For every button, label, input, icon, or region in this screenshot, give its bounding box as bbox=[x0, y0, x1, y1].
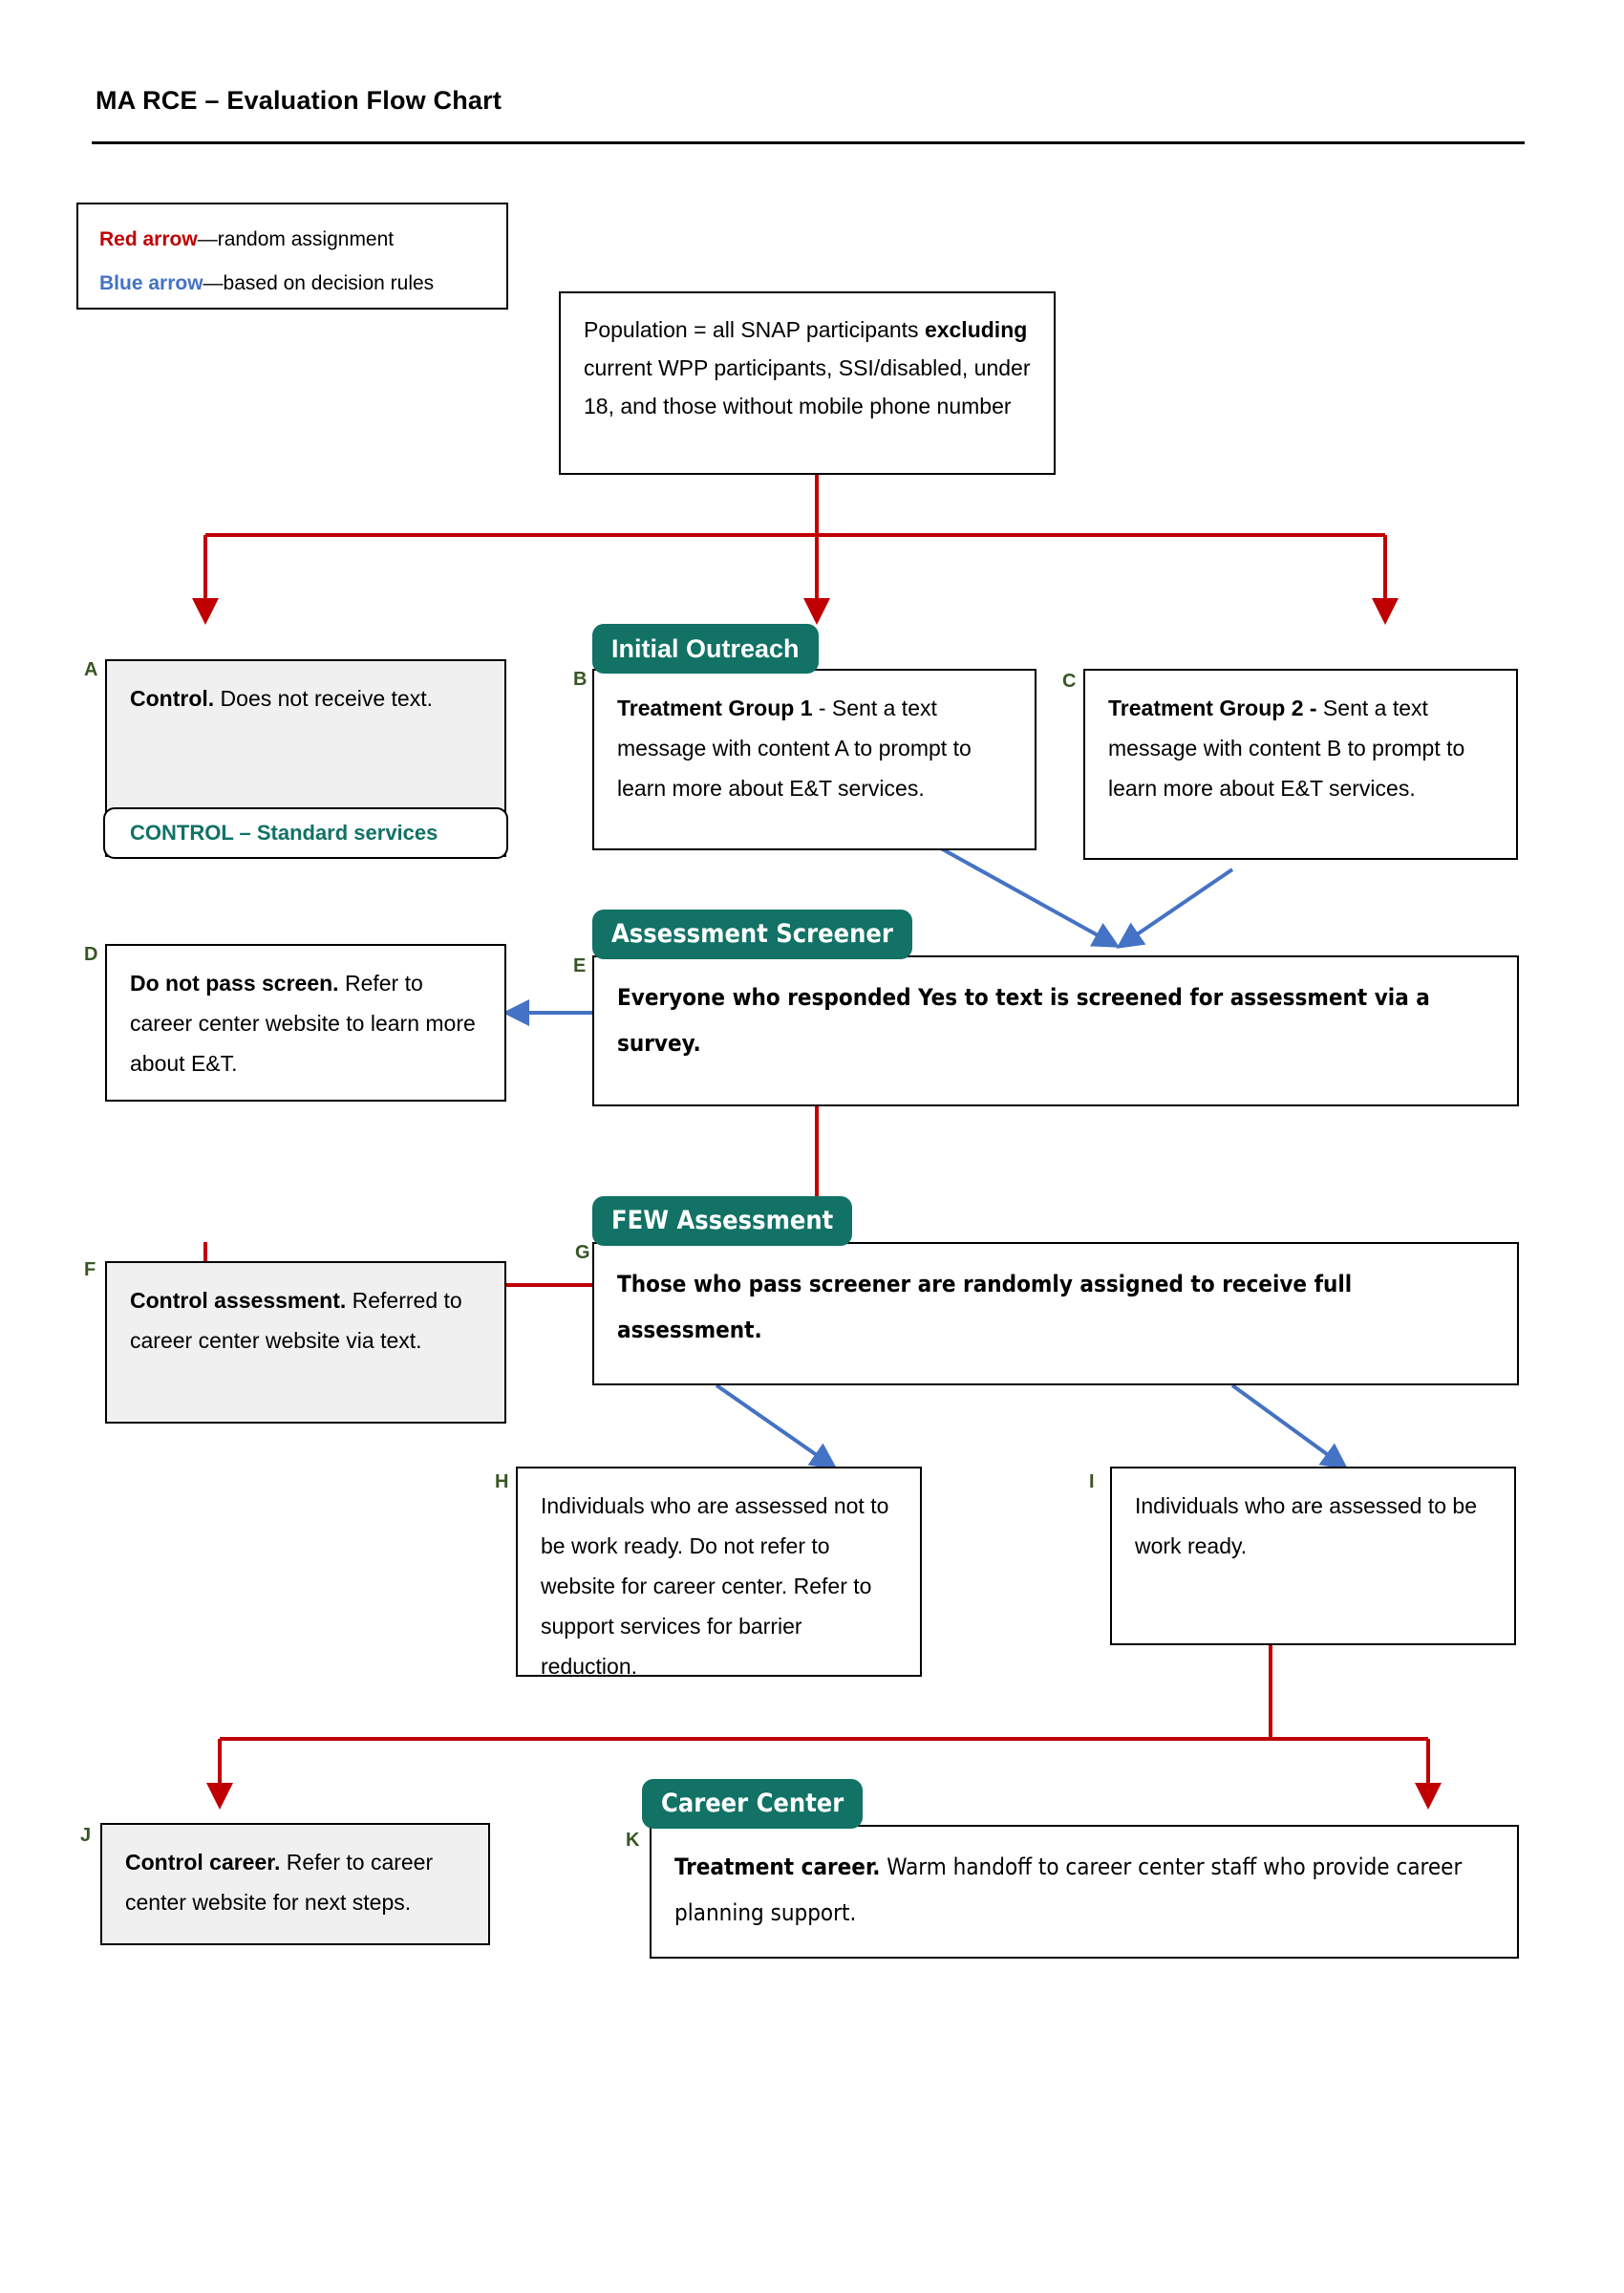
node-a-control-chip: CONTROL – Standard services bbox=[103, 807, 508, 859]
legend-box: Red arrow—random assignment Blue arrow—b… bbox=[76, 203, 508, 310]
node-b-treatment-1: Treatment Group 1 - Sent a text message … bbox=[592, 669, 1036, 850]
node-f-text: Control assessment. Referred to career c… bbox=[130, 1280, 487, 1361]
node-a-chip-label: CONTROL – Standard services bbox=[130, 821, 438, 845]
node-d-text: Do not pass screen. Refer to career cent… bbox=[130, 963, 487, 1083]
arrow-b-to-e bbox=[940, 846, 1121, 948]
letter-label-b: B bbox=[573, 669, 588, 690]
pill-few-assessment: FEW Assessment bbox=[592, 1196, 853, 1246]
node-e-assessment-screener: Everyone who responded Yes to text is sc… bbox=[592, 955, 1519, 1106]
node-d-do-not-pass: Do not pass screen. Refer to career cent… bbox=[105, 944, 506, 1102]
arrow-g-to-i bbox=[1230, 1383, 1349, 1470]
node-e-text: Everyone who responded Yes to text is sc… bbox=[617, 975, 1500, 1066]
legend-red-line: Red arrow—random assignment bbox=[99, 218, 489, 262]
population-box: Population = all SNAP participants exclu… bbox=[559, 291, 1056, 475]
legend-red-text: —random assignment bbox=[197, 228, 395, 250]
node-b-bold: Treatment Group 1 bbox=[617, 696, 813, 720]
node-c-treatment-2: Treatment Group 2 - Sent a text message … bbox=[1083, 669, 1518, 860]
letter-label-j: J bbox=[80, 1825, 92, 1846]
letter-label-k: K bbox=[626, 1830, 640, 1851]
node-a-body: Does not receive text. bbox=[214, 686, 433, 711]
population-bold: excluding bbox=[924, 317, 1028, 342]
arrow-c-to-e bbox=[1116, 868, 1234, 949]
node-i-work-ready: Individuals who are assessed to be work … bbox=[1110, 1467, 1516, 1645]
letter-label-c: C bbox=[1062, 671, 1077, 692]
node-h-not-work-ready: Individuals who are assessed not to be w… bbox=[516, 1467, 922, 1679]
pill-assessment-screener: Assessment Screener bbox=[592, 910, 912, 959]
title-divider bbox=[92, 141, 1525, 144]
node-d-body: Refer to career center website to learn … bbox=[130, 971, 476, 1076]
legend-red-key: Red arrow bbox=[99, 228, 198, 250]
node-k-body: Warm handoff to career center staff who … bbox=[674, 1854, 1463, 1926]
node-f-control-assessment: Control assessment. Referred to career c… bbox=[105, 1261, 506, 1424]
node-c-text: Treatment Group 2 - Sent a text message … bbox=[1108, 688, 1499, 808]
legend-blue-text: —based on decision rules bbox=[203, 272, 435, 294]
node-i-text: Individuals who are assessed to be work … bbox=[1135, 1486, 1497, 1566]
node-b-text: Treatment Group 1 - Sent a text message … bbox=[617, 688, 1017, 808]
arrow-population-to-abc bbox=[192, 475, 1399, 625]
node-k-text: Treatment career. Warm handoff to career… bbox=[674, 1844, 1500, 1936]
node-a-bold: Control. bbox=[130, 686, 215, 711]
letter-label-g: G bbox=[575, 1242, 590, 1263]
node-i-body: Individuals who are assessed to be work … bbox=[1135, 1493, 1477, 1558]
node-a-text: Control. Does not receive text. bbox=[130, 678, 487, 718]
node-e-body: Everyone who responded Yes to text is sc… bbox=[617, 984, 1430, 1057]
letter-label-e: E bbox=[573, 955, 587, 976]
legend-blue-line: Blue arrow—based on decision rules bbox=[99, 262, 489, 306]
letter-label-i: I bbox=[1089, 1471, 1095, 1492]
legend-blue-key: Blue arrow bbox=[99, 272, 203, 294]
page-title: MA RCE – Evaluation Flow Chart bbox=[96, 86, 502, 115]
letter-label-f: F bbox=[84, 1259, 96, 1280]
node-j-bold: Control career. bbox=[125, 1850, 281, 1875]
node-f-body: Referred to career center website via te… bbox=[130, 1288, 462, 1353]
node-f-bold: Control assessment. bbox=[130, 1288, 347, 1313]
pill-initial-outreach: Initial Outreach bbox=[592, 624, 819, 674]
node-d-bold: Do not pass screen. bbox=[130, 971, 339, 996]
node-j-text: Control career. Refer to career center w… bbox=[125, 1842, 471, 1922]
node-c-bold: Treatment Group 2 - bbox=[1108, 696, 1317, 720]
node-g-text: Those who pass screener are randomly ass… bbox=[617, 1261, 1500, 1353]
arrow-g-to-h bbox=[715, 1383, 838, 1469]
population-text: Population = all SNAP participants exclu… bbox=[584, 311, 1036, 425]
node-j-control-career: Control career. Refer to career center w… bbox=[100, 1823, 490, 1945]
node-k-treatment-career: Treatment career. Warm handoff to career… bbox=[650, 1825, 1519, 1959]
pill-career-center: Career Center bbox=[642, 1779, 864, 1829]
letter-label-a: A bbox=[84, 659, 98, 680]
node-j-body: Refer to career center website for next … bbox=[125, 1850, 434, 1915]
node-b-body: - Sent a text message with content A to … bbox=[617, 696, 972, 801]
letter-label-d: D bbox=[84, 944, 98, 965]
node-c-body: Sent a text message with content B to pr… bbox=[1108, 696, 1465, 801]
node-h-body: Individuals who are assessed not to be w… bbox=[541, 1493, 889, 1679]
node-h-text: Individuals who are assessed not to be w… bbox=[541, 1486, 903, 1686]
node-k-bold: Treatment career. bbox=[674, 1854, 881, 1880]
node-g-body: Those who pass screener are randomly ass… bbox=[617, 1271, 1353, 1343]
letter-label-h: H bbox=[495, 1471, 509, 1492]
population-text-2: current WPP participants, SSI/disabled, … bbox=[584, 355, 1031, 418]
population-text-1: Population = all SNAP participants bbox=[584, 317, 925, 342]
node-g-few-assessment: Those who pass screener are randomly ass… bbox=[592, 1242, 1519, 1385]
